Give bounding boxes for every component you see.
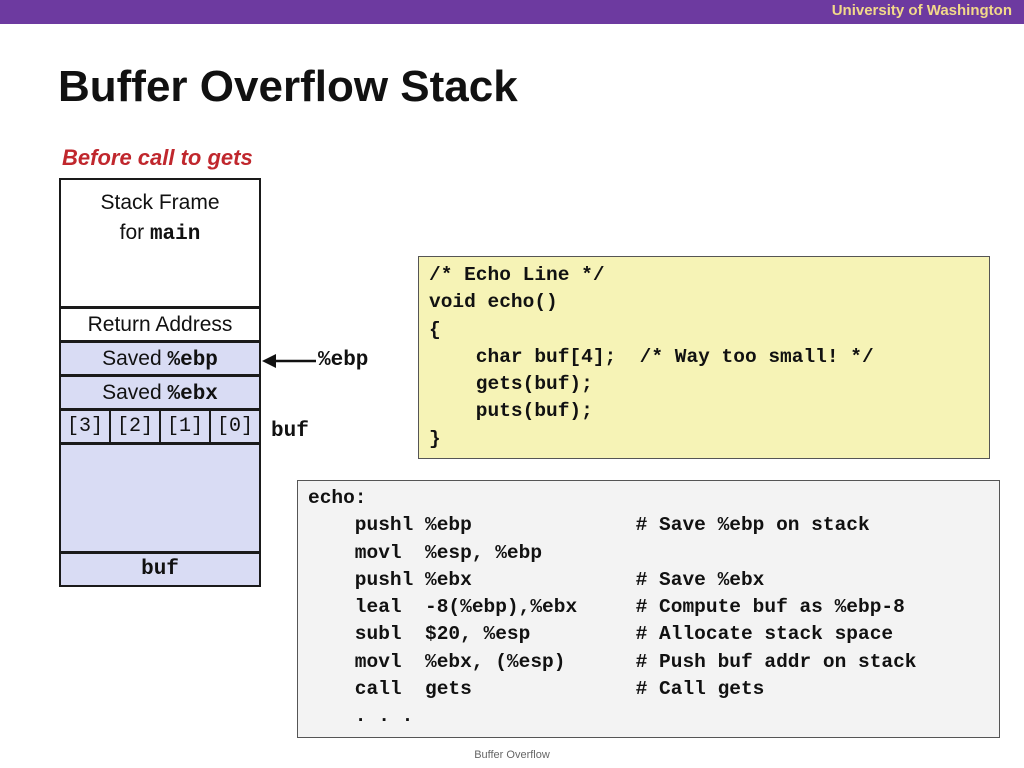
saved-ebp-slot: Saved %ebp bbox=[59, 341, 261, 376]
c-code-box: /* Echo Line */ void echo() { char buf[4… bbox=[418, 256, 990, 459]
c-code-line: puts(buf); bbox=[429, 400, 593, 423]
saved-ebx-prefix: Saved bbox=[102, 381, 168, 404]
asm-code-line: movl %ebx, (%esp) # Push buf addr on sta… bbox=[308, 650, 917, 673]
saved-ebx-slot: Saved %ebx bbox=[59, 375, 261, 410]
slide-footer: Buffer Overflow bbox=[474, 749, 550, 761]
buf-byte-3: [3] bbox=[61, 411, 111, 442]
stack-frame-main-code: main bbox=[149, 223, 201, 246]
asm-code-line: leal -8(%ebp),%ebx # Compute buf as %ebp… bbox=[308, 596, 905, 619]
asm-code-line: pushl %ebx # Save %ebx bbox=[308, 568, 765, 591]
saved-ebp-code: %ebp bbox=[167, 349, 218, 372]
asm-code-line: movl %esp, %ebp bbox=[308, 541, 543, 564]
c-code-line: /* Echo Line */ bbox=[429, 264, 605, 286]
buf-pointer-label: buf bbox=[271, 420, 309, 443]
asm-code-box: echo: pushl %ebp # Save %ebp on stack mo… bbox=[297, 480, 1000, 738]
asm-code-line: pushl %ebp # Save %ebp on stack bbox=[308, 514, 870, 537]
asm-code-line: echo: bbox=[308, 487, 367, 509]
stack-frame-main: Stack Frame for main bbox=[59, 178, 261, 308]
c-code-line: char buf[4]; /* Way too small! */ bbox=[429, 345, 874, 368]
c-code-line: { bbox=[429, 318, 441, 341]
asm-code-line: call gets # Call gets bbox=[308, 678, 765, 701]
stack-frame-for: for bbox=[119, 221, 150, 244]
slide-title: Buffer Overflow Stack bbox=[58, 62, 518, 111]
saved-ebp-prefix: Saved bbox=[102, 347, 168, 370]
buf-byte-2: [2] bbox=[111, 411, 161, 442]
saved-ebx-code: %ebx bbox=[167, 383, 218, 406]
c-code-line: void echo() bbox=[429, 291, 558, 314]
asm-code-line: subl $20, %esp # Allocate stack space bbox=[308, 623, 894, 646]
stack-buf-bottom: buf bbox=[59, 552, 261, 587]
header-bar: University of Washington bbox=[0, 0, 1024, 24]
buf-byte-0: [0] bbox=[216, 415, 253, 438]
ebp-pointer-arrow bbox=[262, 354, 316, 368]
buf-bytes-row: [3] [2] [1] [0] bbox=[59, 409, 261, 444]
stack-free-space bbox=[59, 443, 261, 553]
c-code-line: } bbox=[429, 427, 441, 450]
asm-code-line: . . . bbox=[308, 705, 414, 728]
institution-name: University of Washington bbox=[831, 2, 1012, 19]
slide-subtitle: Before call to gets bbox=[62, 145, 253, 170]
c-code-line: gets(buf); bbox=[429, 373, 593, 396]
stack-frame-owner: for main bbox=[61, 218, 259, 250]
stack-frame-label: Stack Frame bbox=[100, 191, 220, 214]
return-address-slot: Return Address bbox=[59, 307, 261, 342]
buf-byte-1: [1] bbox=[161, 411, 211, 442]
ebp-pointer-label: %ebp bbox=[318, 349, 369, 372]
